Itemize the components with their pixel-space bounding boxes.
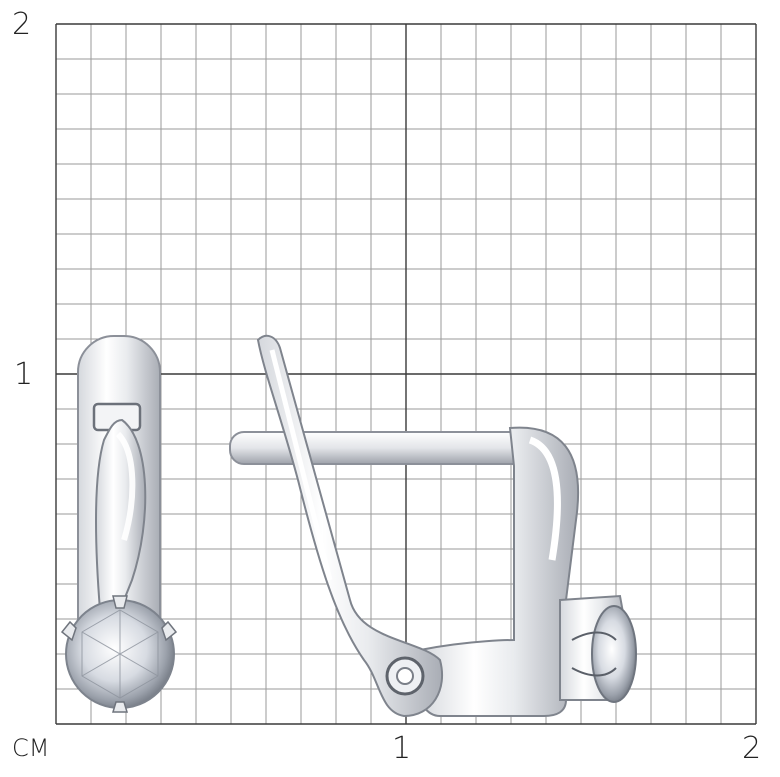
earring-front-view xyxy=(60,335,178,713)
x-axis-label-1: 1 xyxy=(392,731,412,766)
x-axis-label-2: 2 xyxy=(742,731,762,766)
earring-side-view xyxy=(229,334,637,718)
grid-major-lines xyxy=(55,23,757,725)
y-axis-label-2: 2 xyxy=(12,7,32,42)
y-axis-label-1: 1 xyxy=(14,357,34,392)
unit-label-cm: CM xyxy=(12,734,50,762)
